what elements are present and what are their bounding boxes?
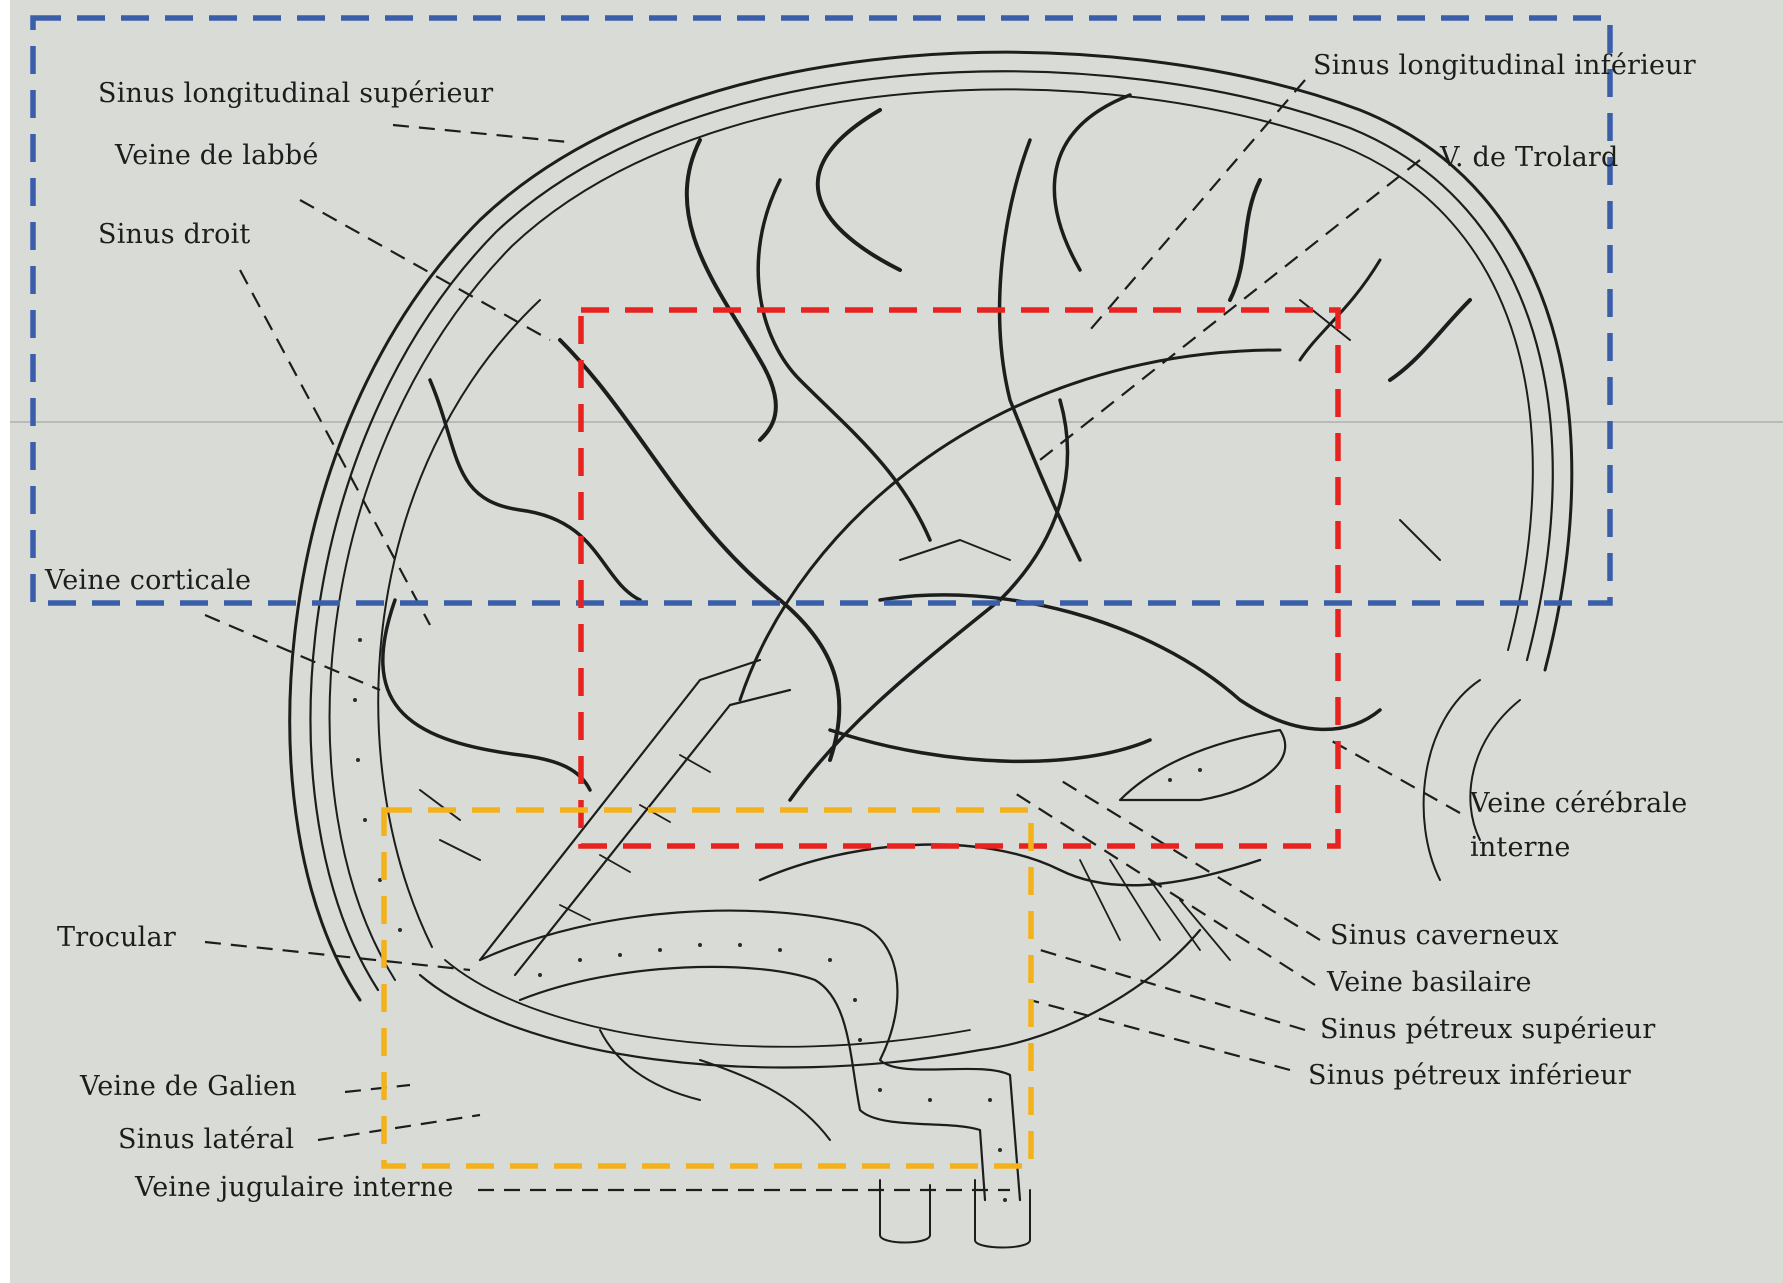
label-veine-cerebrale-interne-line1: Veine cérébrale [1470,788,1687,819]
leader-trocular [205,942,470,970]
label-sinus-lateral: Sinus latéral [118,1124,294,1155]
label-v-de-trolard: V. de Trolard [1440,142,1618,173]
label-veine-cerebrale-interne-line2: interne [1470,832,1571,863]
label-sinus-petreux-inferieur: Sinus pétreux inférieur [1308,1060,1631,1091]
leader-v-trolard [1040,160,1420,460]
label-trocular: Trocular [57,922,176,953]
sylvian-vein [830,730,1150,761]
label-sinus-longitudinal-superieur: Sinus longitudinal supérieur [98,78,493,109]
leader-sinus-long-inf [1090,80,1305,330]
label-sinus-caverneux: Sinus caverneux [1330,920,1559,951]
label-sinus-longitudinal-inferieur: Sinus longitudinal inférieur [1313,50,1696,81]
vein-trolard [790,400,1068,800]
small-branches [420,300,1440,1140]
label-sinus-droit: Sinus droit [98,219,250,250]
label-veine-basilaire: Veine basilaire [1327,967,1532,998]
leader-sinus-lateral [318,1115,480,1140]
leader-sinus-caverneux [1060,780,1320,940]
skull-outline [290,52,1572,1000]
leader-sinus-long-sup [393,125,568,142]
frontal-vein-2 [1390,300,1470,380]
label-veine-de-labbe: Veine de labbé [115,140,319,171]
middle-vein [880,595,1380,730]
label-veine-jugulaire-interne: Veine jugulaire interne [135,1172,454,1203]
basal-vein [760,845,1260,886]
cortical-vein-5 [1000,140,1080,560]
frontal-vein-1 [1230,180,1260,300]
occipital-vein [383,600,590,790]
cortical-vein-3 [818,110,900,270]
leader-sinus-petreux-sup [1040,950,1305,1030]
skull-inner-outline [311,71,1553,990]
parietal-vein [430,380,640,600]
label-veine-corticale: Veine corticale [45,565,251,596]
stipple-lateral-sinus [353,638,1202,1202]
label-veine-de-galien: Veine de Galien [80,1071,297,1102]
red-box [581,310,1338,846]
cortical-vein-2 [687,140,776,440]
cortical-vein-6 [1054,95,1130,270]
yellow-box [384,810,1031,1166]
leader-veine-galien [345,1085,410,1092]
lateral-sinus-top [480,911,1020,1200]
leader-sinus-petreux-inf [1030,1000,1290,1070]
label-sinus-petreux-superieur: Sinus pétreux supérieur [1320,1014,1655,1045]
leader-sinus-droit [240,270,430,625]
leader-veine-cerebrale [1330,740,1460,813]
cortical-vein-1 [560,340,839,760]
